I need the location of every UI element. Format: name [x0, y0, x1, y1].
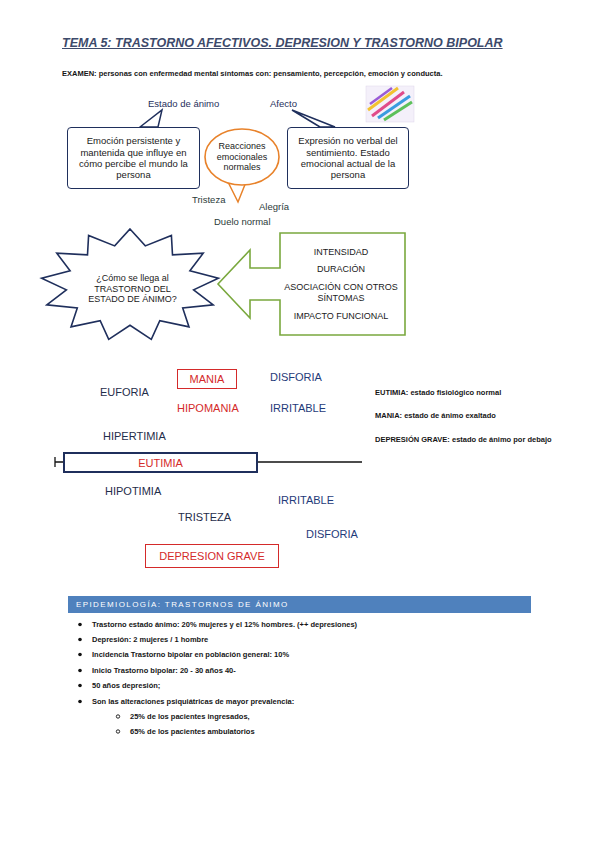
bullet-text: Inicio Trastorno bipolar: 20 - 30 años 4… — [92, 666, 236, 675]
sub-bullet-text: 25% de los pacientes ingresados, — [130, 712, 250, 721]
exam-note: EXAMEN: personas con enfermedad mental s… — [62, 69, 443, 78]
bullet-text: Incidencia Trastorno bipolar en població… — [92, 650, 289, 659]
heading-label: Afecto — [270, 98, 297, 109]
mood-state-box: MANIA — [177, 369, 237, 389]
bullet-dots — [78, 623, 82, 704]
mood-scale-label: EUFORIA — [100, 386, 149, 398]
node-body-text: Expresión no verbal del sentimiento. Est… — [294, 135, 402, 181]
node-content: INTENSIDAD DURACIÓN ASOCIACIÓN CON OTROS S… — [282, 238, 400, 330]
sub-bullet-circles — [116, 715, 119, 733]
text-stack: INTENSIDAD DURACIÓN ASOCIACIÓN CON OTROS S… — [282, 247, 400, 322]
definition-note: MANIA: estado de ánimo exaltado — [375, 410, 563, 422]
question-starburst: ¿Cómo se llega al TRASTORNO DEL ESTADO D… — [40, 228, 220, 342]
text-stack: Reacciones emocionales normales — [214, 141, 270, 172]
mood-scale-label: HIPOMANIA — [177, 402, 239, 414]
emotion-label: Tristeza — [192, 194, 225, 205]
mood-scale-label: TRISTEZA — [178, 511, 231, 523]
page-title: TEMA 5: TRASTORNO AFECTIVOS. DEPRESION Y… — [62, 36, 503, 50]
node-content: ¿Cómo se llega al TRASTORNO DEL ESTADO D… — [85, 260, 180, 318]
node-text: EPIDEMIOLOGÍA: TRASTORNOS DE ÁNIMO — [68, 600, 289, 609]
node-text: Reacciones emocionales normales — [214, 141, 270, 172]
sub-bullet-text: 65% de los pacientes ambulatorios — [130, 727, 255, 736]
node-body-text: Emoción persistente y mantenida que infl… — [74, 135, 193, 181]
text-stack: Expresión no verbal del sentimiento. Est… — [294, 135, 402, 181]
definition-note: EUTIMIA: estado fisiológico normal — [375, 387, 563, 399]
text-stack: ¿Cómo se llega al TRASTORNO DEL ESTADO D… — [85, 273, 180, 305]
starburst-outline — [42, 229, 219, 339]
node-content: DEPRESION GRAVE — [146, 545, 278, 567]
section-header-band: EPIDEMIOLOGÍA: TRASTORNOS DE ÁNIMO — [68, 596, 531, 613]
scale-tick — [54, 457, 55, 467]
emotion-bubble: Reacciones emocionales normales — [204, 128, 280, 186]
mood-state-box: DEPRESION GRAVE — [145, 544, 279, 568]
node-text: DEPRESION GRAVE — [159, 550, 265, 562]
emotion-label: Alegría — [259, 201, 289, 212]
callout-tail — [140, 110, 162, 127]
node-text: INTENSIDAD — [314, 247, 369, 258]
ellipse-outline — [205, 129, 279, 185]
pencils-illustration — [366, 86, 414, 122]
definition-box: Expresión no verbal del sentimiento. Est… — [287, 127, 409, 189]
node-body-text: IMPACTO FUNCIONAL — [294, 311, 389, 322]
node-text: EUTIMIA — [138, 457, 183, 469]
mood-state-box: EUTIMIA — [63, 452, 258, 473]
text-stack: EPIDEMIOLOGÍA: TRASTORNOS DE ÁNIMO — [68, 600, 289, 609]
node-text: ¿Cómo se llega al TRASTORNO DEL ESTADO D… — [85, 273, 180, 305]
mood-scale-label: IRRITABLE — [270, 402, 326, 414]
node-content: Emoción persistente y mantenida que infl… — [68, 128, 199, 188]
node-content: Reacciones emocionales normales — [204, 128, 280, 186]
mood-scale-label: HIPOTIMIA — [105, 485, 161, 497]
node-content: EPIDEMIOLOGÍA: TRASTORNOS DE ÁNIMO — [68, 596, 531, 613]
bullet-text: Depresión: 2 mujeres / 1 hombre — [92, 635, 208, 644]
bullet-text: 50 años depresión; — [92, 681, 160, 690]
text-stack: Emoción persistente y mantenida que infl… — [74, 135, 193, 181]
mood-scale-label: IRRITABLE — [278, 494, 334, 506]
text-stack: EUTIMIA — [138, 457, 183, 469]
mood-scale-label: HIPERTIMIA — [103, 430, 166, 442]
node-content: EUTIMIA — [65, 454, 256, 471]
heading-label: Estado de ánimo — [148, 98, 219, 109]
definition-box: Emoción persistente y mantenida que infl… — [67, 127, 200, 189]
node-body-text: DURACIÓN — [317, 264, 365, 275]
criteria-arrow-box: INTENSIDAD DURACIÓN ASOCIACIÓN CON OTROS S… — [216, 232, 406, 336]
text-stack: MANIA — [190, 373, 225, 385]
node-content: MANIA — [178, 370, 236, 388]
callout-tail — [292, 110, 335, 127]
mood-scale-label: DISFORIA — [306, 528, 358, 540]
bullet-text: Trastorno estado ánimo: 20% mujeres y el… — [92, 620, 357, 629]
text-stack: DEPRESION GRAVE — [159, 550, 265, 562]
node-text: MANIA — [190, 373, 225, 385]
node-body-text: ASOCIACIÓN CON OTROS SÍNTOMAS — [282, 282, 400, 304]
arrow-outline — [218, 233, 405, 335]
emotion-label: Duelo normal — [214, 216, 271, 227]
mood-scale-label: DISFORIA — [270, 371, 322, 383]
node-content: Expresión no verbal del sentimiento. Est… — [288, 128, 408, 188]
definition-note: DEPRESIÓN GRAVE: estado de ánimo por deb… — [375, 434, 563, 446]
bullet-text: Son las alteraciones psiquiátricas de ma… — [92, 697, 294, 706]
